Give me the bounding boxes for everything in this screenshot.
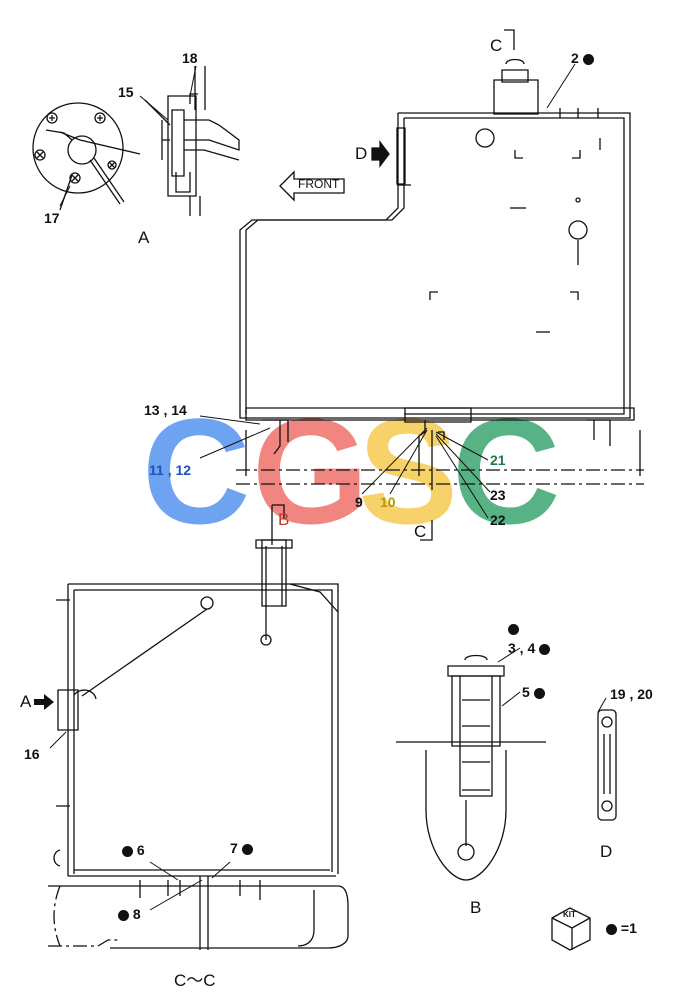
- front-label: FRONT: [298, 177, 340, 191]
- kit-dot: [533, 687, 545, 699]
- kit-dot: [606, 923, 617, 935]
- part-label-13-14: 13 , 14: [144, 402, 187, 418]
- view-label-a: A: [138, 228, 150, 247]
- section-c-bottom-marker: [420, 520, 433, 541]
- front-arrow: [279, 170, 345, 202]
- view-label-cc: C～C: [174, 971, 216, 990]
- part-label-17: 17: [44, 210, 60, 226]
- base-rails: [236, 420, 644, 490]
- detail-a-side: [144, 66, 240, 216]
- kit-dot: [508, 623, 519, 635]
- part-label-16: 16: [24, 746, 40, 762]
- kit-dot: [122, 845, 133, 857]
- part-label-19-20: 19 , 20: [610, 686, 653, 702]
- part-label-18: 18: [182, 50, 198, 66]
- part-label-11-12: 11 , 12: [149, 462, 192, 478]
- kit-legend: =1: [606, 920, 637, 936]
- view-a-arrow-label: A: [20, 692, 32, 711]
- kit-dot: [118, 909, 129, 921]
- view-d-arrow-label: D: [355, 144, 368, 163]
- part-label-5: 5: [522, 684, 545, 700]
- part-label-10: 10: [380, 494, 396, 510]
- detail-b: [396, 654, 546, 881]
- part-label-2: 2: [571, 50, 594, 66]
- part-label-15: 15: [118, 84, 134, 100]
- part-label-9: 9: [355, 494, 363, 510]
- watermark-letter-c1: C: [142, 387, 251, 555]
- section-b-label: B: [278, 510, 290, 529]
- detail-b-kit-dot: [508, 620, 519, 636]
- kit-box-text: KIT: [563, 910, 576, 919]
- part-label-3-4: 3 , 4: [508, 640, 551, 656]
- kit-dot: [241, 843, 253, 855]
- part-label-23: 23: [490, 487, 506, 503]
- detail-d: [597, 709, 617, 821]
- kit-dot: [582, 53, 594, 65]
- a-arrow-icon: [34, 694, 54, 710]
- section-c-label: C: [414, 522, 427, 541]
- kit-box: [551, 907, 591, 951]
- view-label-b: B: [470, 898, 482, 917]
- section-cc: [48, 539, 349, 950]
- main-tank-top: [239, 58, 635, 455]
- watermark-letter-s: S: [358, 387, 459, 555]
- detail-a-flange: [32, 102, 141, 211]
- section-b-marker: [271, 504, 285, 545]
- part-label-6: 6: [122, 842, 145, 858]
- view-label-d: D: [600, 842, 613, 861]
- d-arrow: [371, 140, 390, 168]
- part-label-22: 22: [490, 512, 506, 528]
- part-label-21: 21: [490, 452, 506, 468]
- part-label-8: 8: [118, 906, 141, 922]
- leader-lines: [49, 63, 607, 911]
- section-c-top-marker: [504, 29, 515, 50]
- part-label-7: 7: [230, 840, 253, 856]
- kit-dot: [539, 643, 551, 655]
- section-c-top-label: C: [490, 36, 503, 55]
